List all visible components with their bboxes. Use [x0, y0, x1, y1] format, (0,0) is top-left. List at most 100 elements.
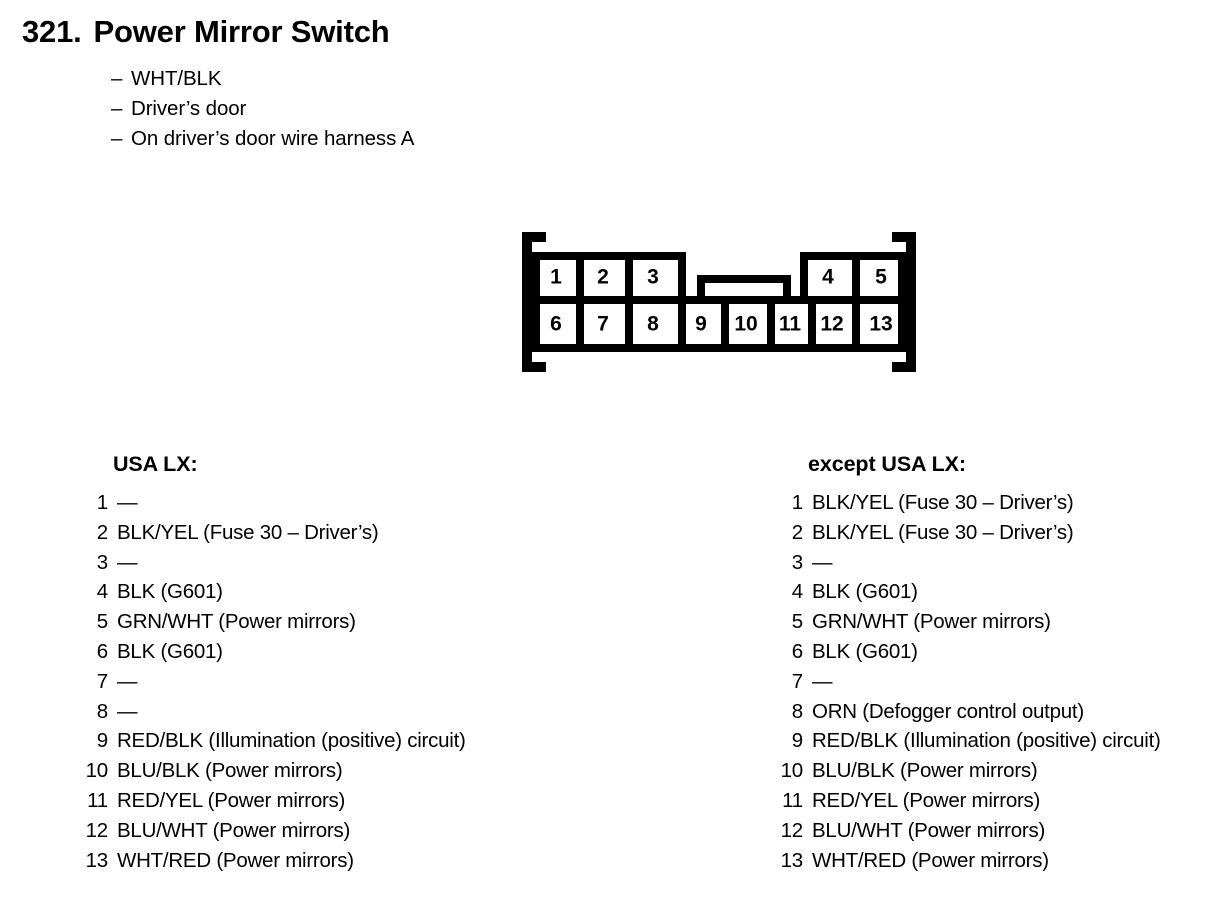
pin-row-description: BLK/YEL (Fuse 30 – Driver’s): [117, 520, 379, 544]
pin-row-number: 5: [791, 610, 803, 634]
pin-row-description: BLK (G601): [117, 639, 223, 663]
pin-row-description: —: [812, 669, 833, 693]
pin-list-row: 7—: [775, 670, 1161, 700]
page-title: 321. Power Mirror Switch: [22, 14, 390, 50]
pin-row-description: RED/BLK (Illumination (positive) circuit…: [117, 729, 466, 753]
note-dash: –: [111, 127, 123, 150]
pin-label-1: 1: [550, 266, 562, 289]
pin-row-description: BLU/BLK (Power mirrors): [812, 759, 1038, 783]
pin-list-row: 7—: [80, 670, 466, 700]
pin-list-heading: USA LX:: [113, 452, 198, 476]
pin-list-row: 10 BLU/BLK (Power mirrors): [775, 759, 1161, 789]
pin-row-number: 13: [780, 848, 804, 872]
pin-label-11: 11: [779, 313, 802, 336]
pin-row-description: BLK/YEL (Fuse 30 – Driver’s): [812, 520, 1074, 544]
pin-row-number: 4: [96, 580, 108, 604]
pin-row-description: BLU/WHT (Power mirrors): [117, 818, 351, 842]
pin-label-4: 4: [822, 266, 834, 289]
pin-label-6: 6: [550, 313, 562, 336]
pin-row-description: BLK (G601): [117, 580, 223, 604]
pin-row-number: 7: [791, 669, 803, 693]
pin-row-description: BLU/BLK (Power mirrors): [117, 759, 343, 783]
pin-row-number: 2: [791, 520, 803, 544]
pin-row-number: 6: [791, 639, 803, 663]
pin-list-row: 12 BLU/WHT (Power mirrors): [775, 819, 1161, 849]
pin-list-row: 4 BLK (G601): [80, 580, 466, 610]
pin-row-number: 7: [96, 669, 108, 693]
pin-row-number: 10: [780, 759, 804, 783]
pin-row-number: 3: [96, 550, 108, 574]
header-note: –WHT/BLK: [111, 64, 414, 94]
page-title-number: 321.: [22, 14, 82, 49]
pin-row-number: 2: [96, 520, 108, 544]
pin-list-row: 8—: [80, 700, 466, 730]
connector-svg: 1 2 3 4 5 6 7 8 9 10 11 12 13: [522, 232, 916, 372]
pin-row-number: 9: [96, 729, 108, 753]
pin-row-number: 11: [782, 788, 803, 812]
pin-row-description: RED/YEL (Power mirrors): [812, 788, 1041, 812]
note-dash: –: [111, 67, 123, 90]
pin-label-8: 8: [647, 313, 659, 336]
note-text: Driver’s door: [131, 97, 247, 120]
pin-list-row: 13 WHT/RED (Power mirrors): [775, 849, 1161, 879]
pin-row-number: 5: [96, 610, 108, 634]
pin-label-13: 13: [869, 313, 892, 336]
pin-row-number: 6: [96, 639, 108, 663]
pin-list-row: 3—: [80, 551, 466, 581]
pin-row-number: 4: [791, 580, 803, 604]
pin-row-description: ORN (Defogger control output): [812, 699, 1084, 723]
pin-list-row: 8 ORN (Defogger control output): [775, 700, 1161, 730]
pin-list-row: 2 BLK/YEL (Fuse 30 – Driver’s): [775, 521, 1161, 551]
pin-row-number: 12: [780, 818, 804, 842]
pin-list-row: 11 RED/YEL (Power mirrors): [775, 789, 1161, 819]
pin-row-description: BLK (G601): [812, 639, 918, 663]
pin-row-description: —: [117, 669, 138, 693]
pin-list-row: 11 RED/YEL (Power mirrors): [80, 789, 466, 819]
pin-row-description: RED/YEL (Power mirrors): [117, 788, 346, 812]
pin-list-row: 3—: [775, 551, 1161, 581]
pin-row-description: GRN/WHT (Power mirrors): [812, 610, 1051, 634]
header-note: –On driver’s door wire harness A: [111, 124, 414, 154]
pin-row-description: —: [117, 699, 138, 723]
pin-list-row: 6 BLK (G601): [775, 640, 1161, 670]
pin-row-number: 13: [85, 848, 109, 872]
pin-label-7: 7: [597, 313, 609, 336]
pin-row-number: 12: [85, 818, 109, 842]
page-title-text: Power Mirror Switch: [93, 14, 390, 49]
pin-label-9: 9: [695, 313, 707, 336]
pin-row-number: 10: [85, 759, 109, 783]
note-text: WHT/BLK: [131, 67, 222, 90]
pin-list-row: 6 BLK (G601): [80, 640, 466, 670]
pin-label-10: 10: [734, 313, 757, 336]
pin-row-description: —: [117, 550, 138, 574]
pin-row-description: BLU/WHT (Power mirrors): [812, 818, 1046, 842]
pin-row-number: 8: [96, 699, 108, 723]
pin-row-number: 1: [96, 491, 108, 514]
pin-row-description: WHT/RED (Power mirrors): [812, 848, 1049, 872]
connector-diagram: 1 2 3 4 5 6 7 8 9 10 11 12 13: [515, 228, 923, 376]
pin-label-2: 2: [597, 266, 609, 289]
connector-bottom-row-labels: 6 7 8 9 10 11 12 13: [550, 313, 893, 336]
pin-row-number: 8: [791, 699, 803, 723]
header-note: –Driver’s door: [111, 94, 414, 124]
note-dash: –: [111, 97, 123, 120]
connector-outline: [522, 232, 916, 372]
pin-row-description: BLK/YEL (Fuse 30 – Driver’s): [812, 491, 1074, 514]
header-notes-list: –WHT/BLK–Driver’s door–On driver’s door …: [111, 64, 414, 154]
pin-row-number: 11: [87, 788, 108, 812]
connector-top-row-labels: 1 2 3 4 5: [550, 266, 887, 289]
pin-label-5: 5: [875, 266, 887, 289]
pin-list-row: 12 BLU/WHT (Power mirrors): [80, 819, 466, 849]
pin-list-row: 2 BLK/YEL (Fuse 30 – Driver’s): [80, 521, 466, 551]
pin-row-description: —: [117, 491, 138, 514]
pin-row-number: 1: [791, 491, 803, 514]
pin-list-row: 5 GRN/WHT (Power mirrors): [775, 610, 1161, 640]
pin-label-12: 12: [820, 313, 843, 336]
pin-list-row: 9 RED/BLK (Illumination (positive) circui…: [80, 729, 466, 759]
pin-list-row: 1 BLK/YEL (Fuse 30 – Driver’s): [775, 491, 1161, 521]
